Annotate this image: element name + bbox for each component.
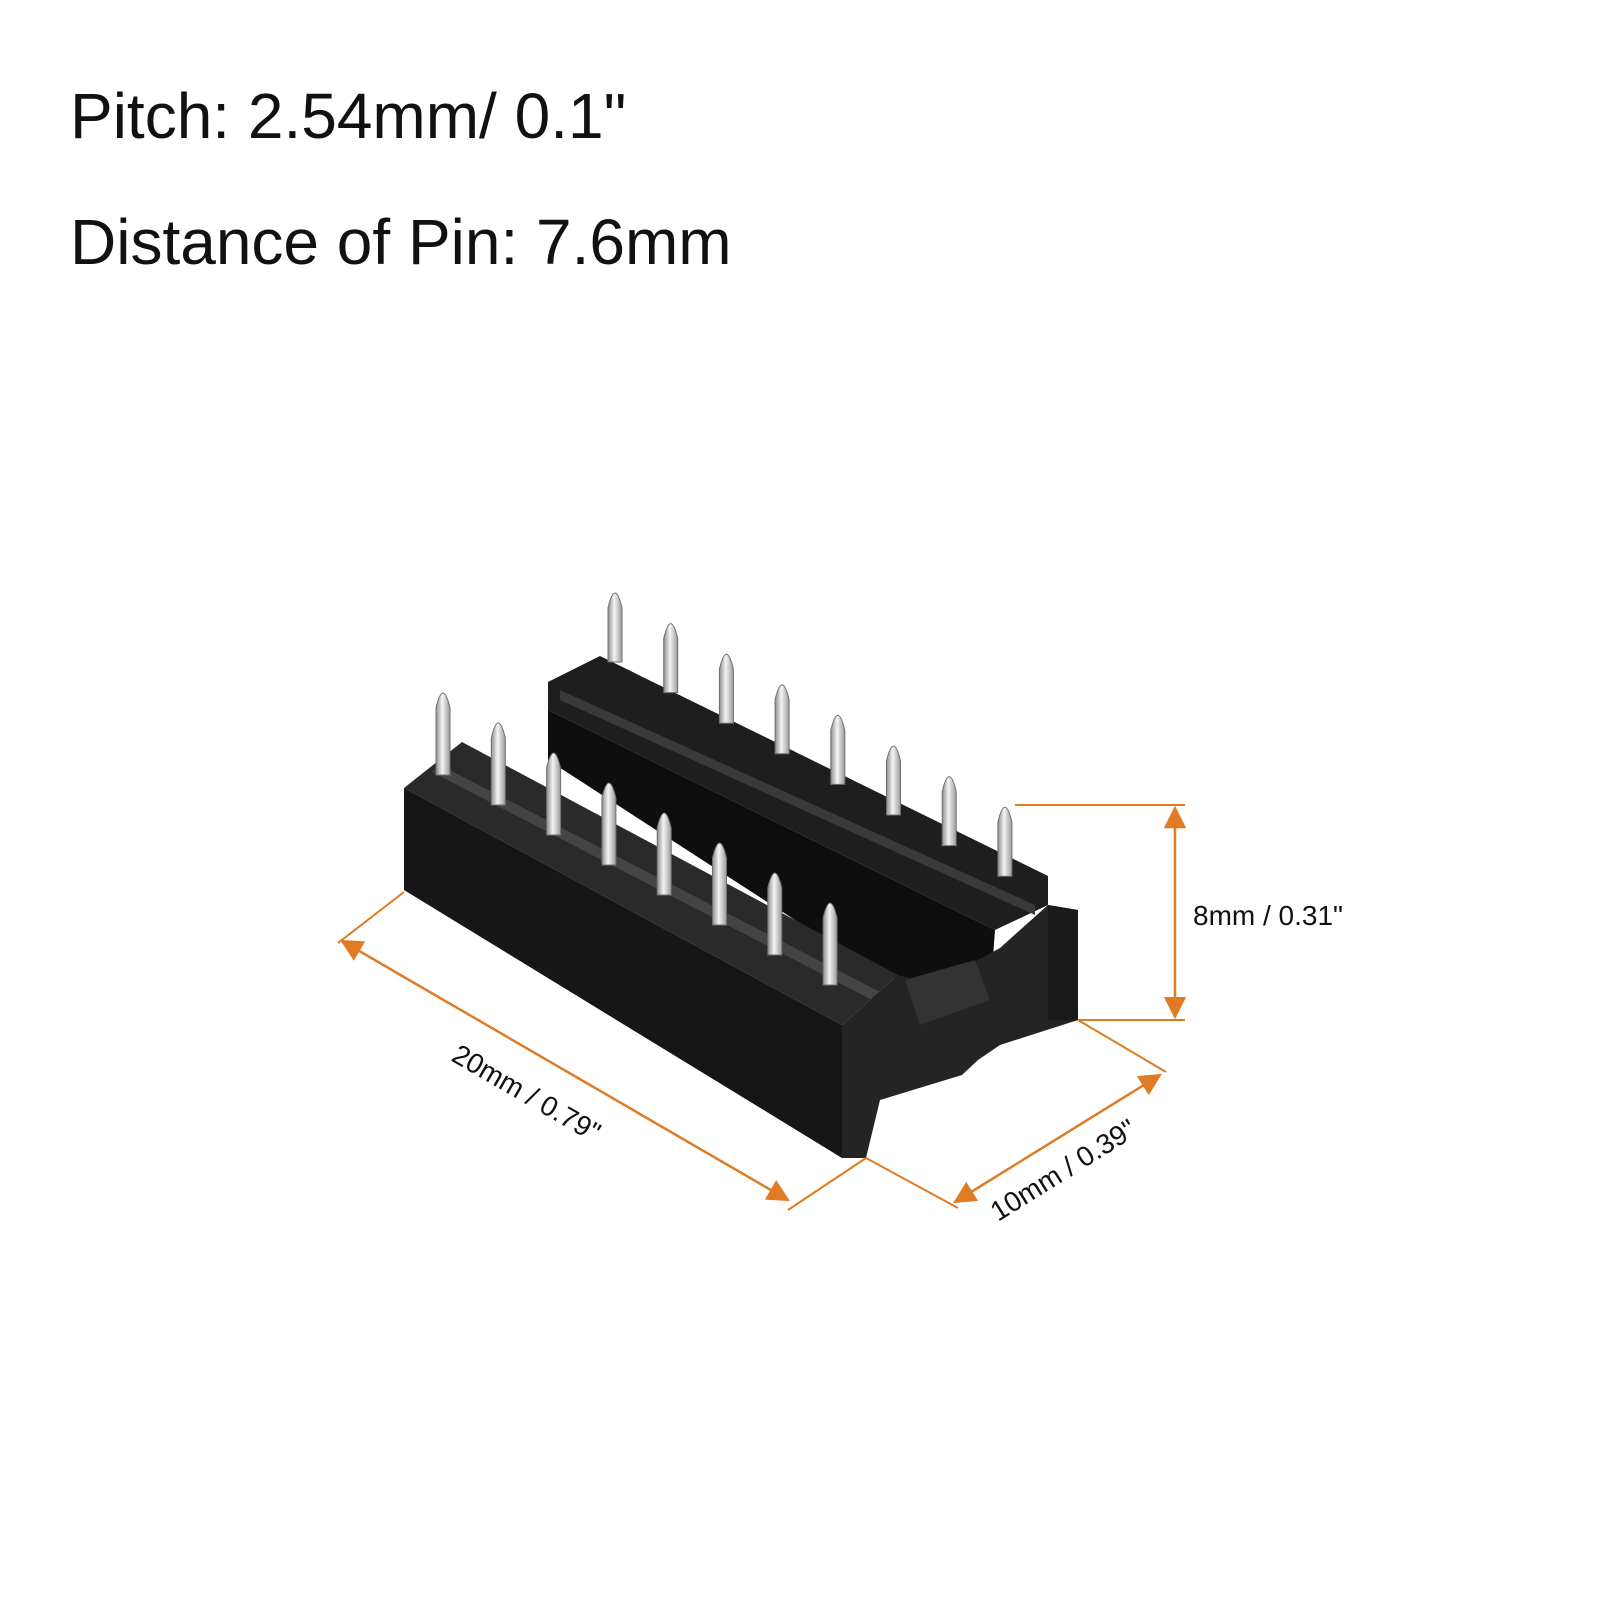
pin-front-2 bbox=[490, 722, 506, 806]
socket-end-block bbox=[842, 905, 1078, 1158]
length-extension-left bbox=[337, 891, 405, 944]
width-arrow bbox=[953, 1073, 1162, 1204]
length-extension-right bbox=[787, 1157, 867, 1211]
spec-pitch: Pitch: 2.54mm/ 0.1" bbox=[70, 80, 627, 152]
dimension-lines bbox=[337, 804, 1187, 1211]
pin-front-4 bbox=[601, 782, 617, 866]
pin-front-3 bbox=[546, 752, 562, 836]
pins-front-row bbox=[435, 692, 838, 986]
pin-back-8 bbox=[997, 806, 1013, 877]
pin-front-8 bbox=[822, 902, 838, 986]
length-arrow bbox=[340, 939, 790, 1202]
height-label: 8mm / 0.31" bbox=[1193, 900, 1343, 931]
pin-front-1 bbox=[435, 692, 451, 776]
pin-front-7 bbox=[767, 872, 783, 956]
pin-back-3 bbox=[718, 653, 734, 724]
pin-back-6 bbox=[886, 745, 901, 816]
pins-back-row bbox=[607, 592, 1013, 877]
pin-back-2 bbox=[663, 623, 679, 694]
spec-distance-of-pin: Distance of Pin: 7.6mm bbox=[70, 206, 732, 278]
pin-back-4 bbox=[774, 684, 790, 755]
length-label: 20mm / 0.79" bbox=[447, 1038, 606, 1148]
width-extension-right bbox=[1077, 1019, 1167, 1073]
pin-back-7 bbox=[941, 776, 957, 847]
socket-cavity bbox=[548, 710, 995, 1000]
pin-back-1 bbox=[607, 592, 623, 663]
pin-back-5 bbox=[830, 714, 846, 785]
pin-front-6 bbox=[712, 842, 727, 926]
pin-front-5 bbox=[656, 812, 672, 896]
width-extension-left bbox=[865, 1157, 959, 1209]
